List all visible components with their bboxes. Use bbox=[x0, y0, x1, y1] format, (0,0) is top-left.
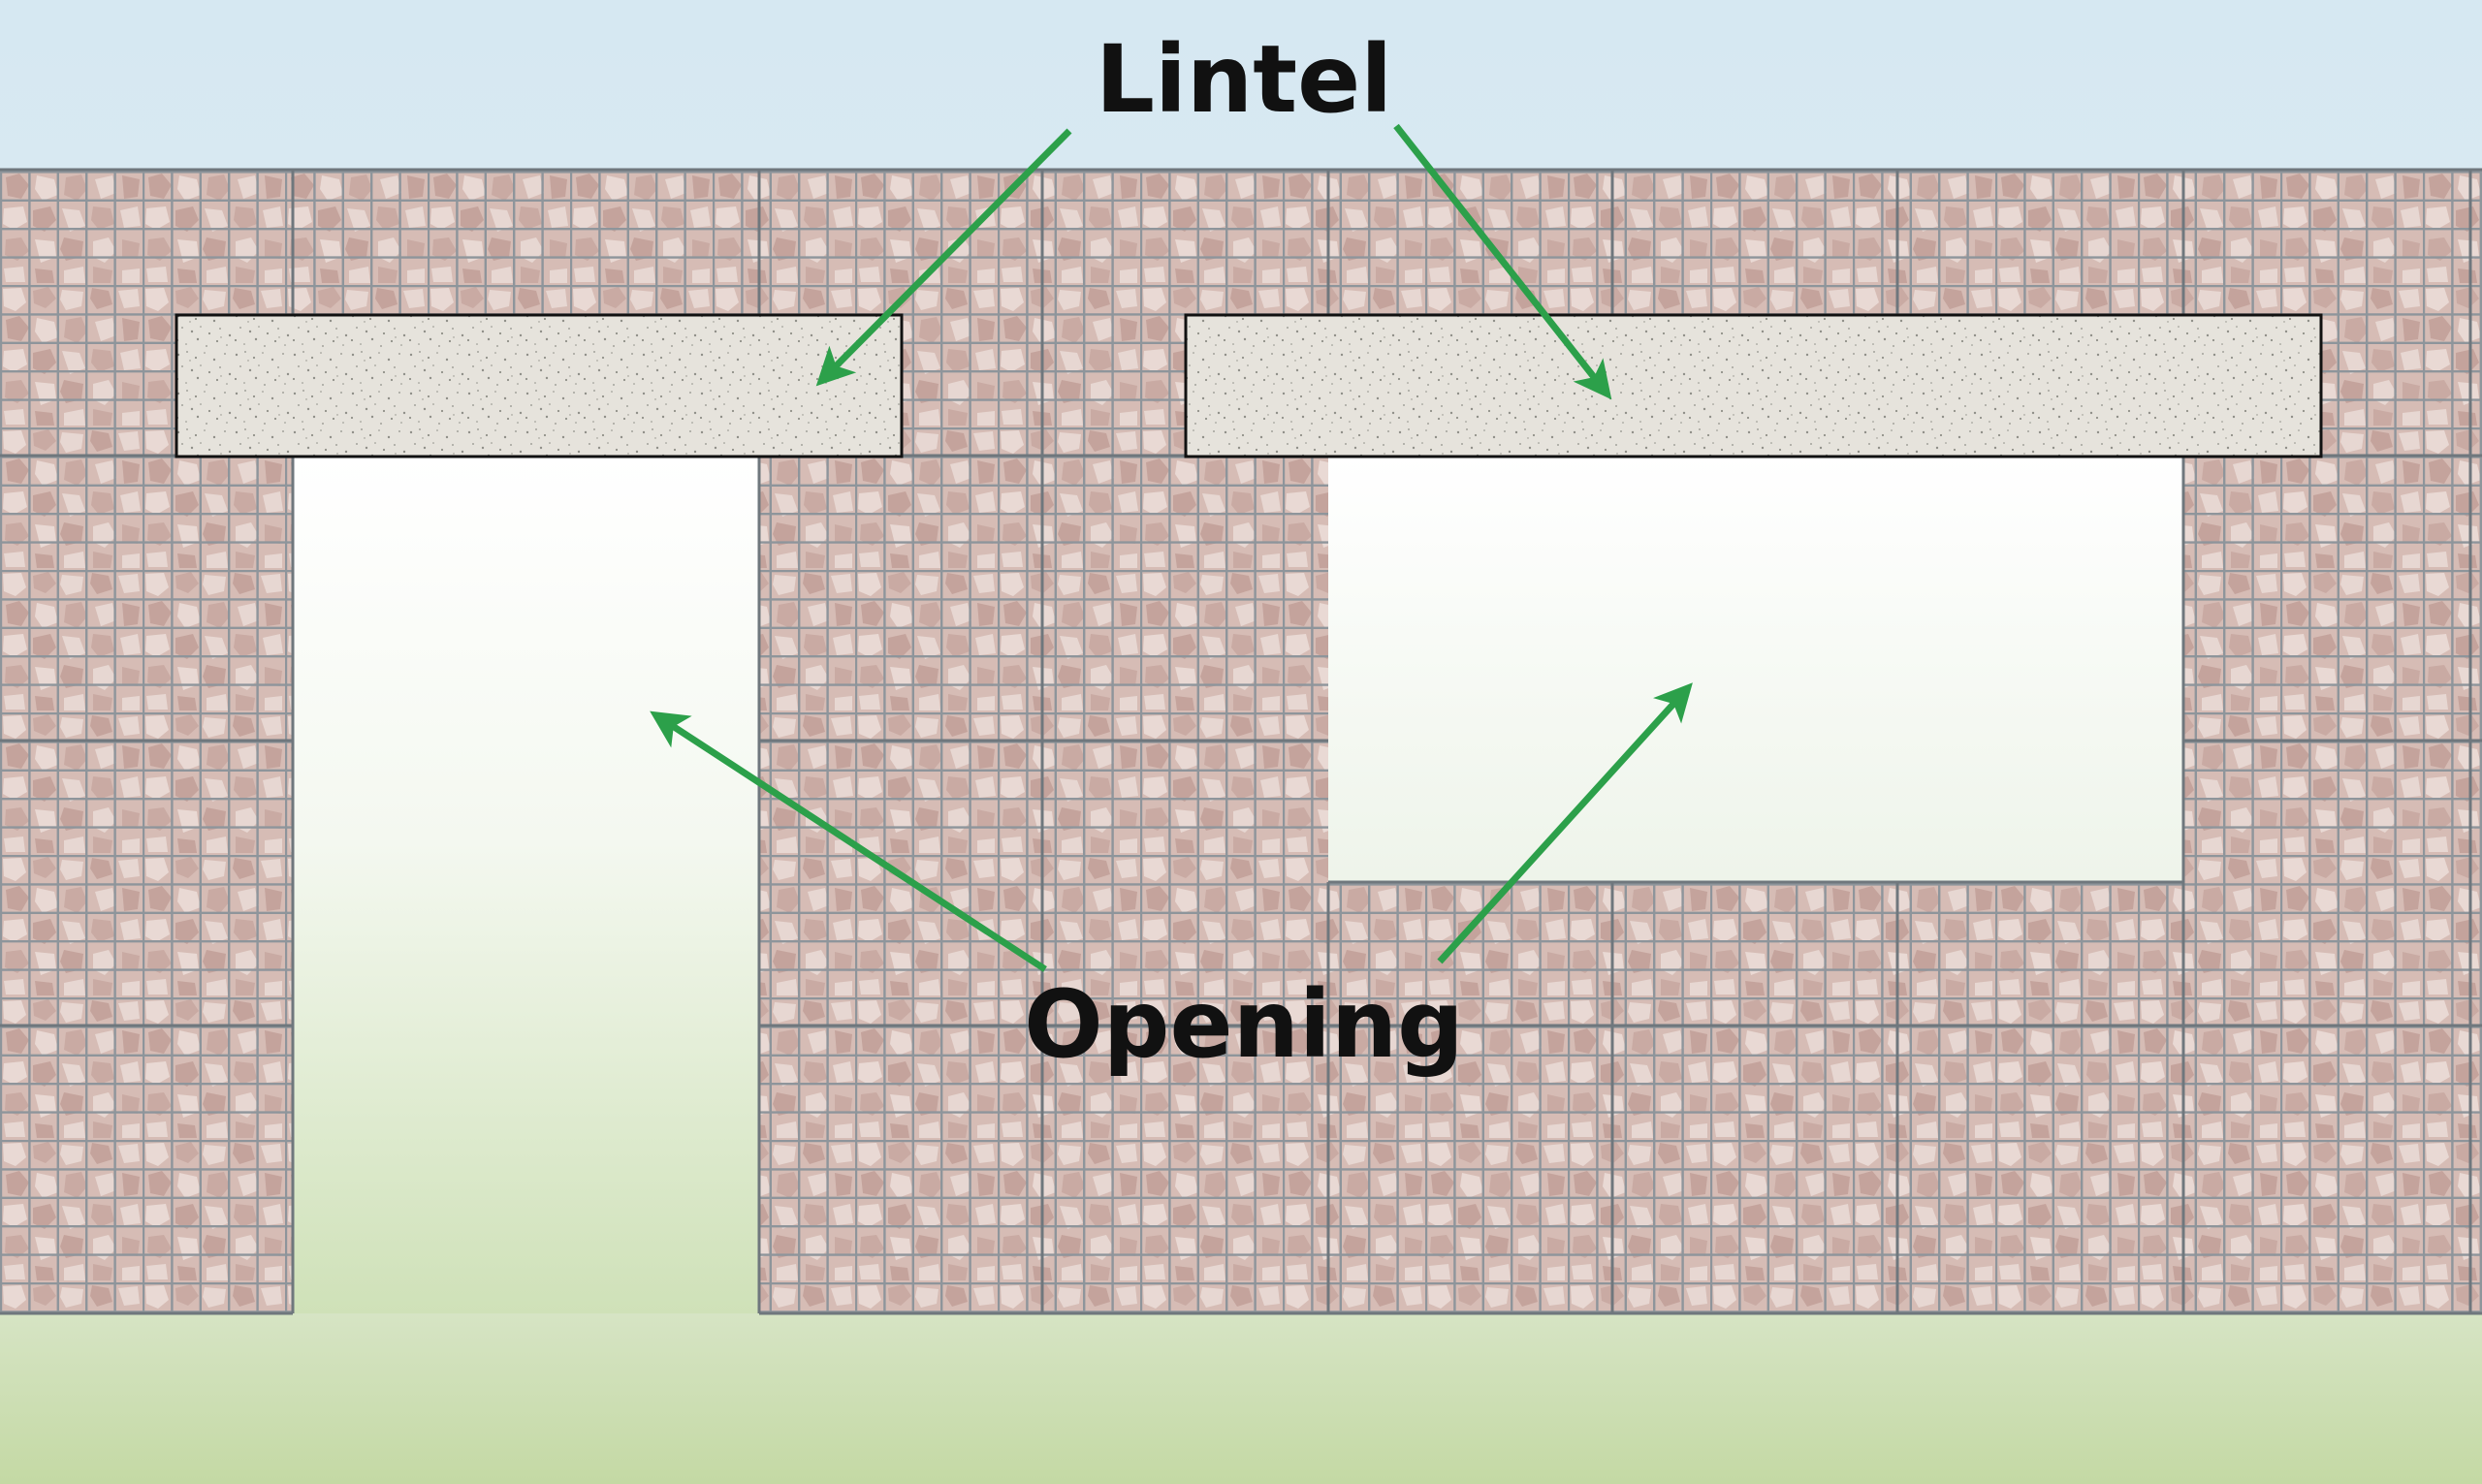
opening-label: Opening bbox=[1024, 970, 1464, 1079]
opening-arrow-left bbox=[650, 710, 1047, 972]
opening-arrow-right bbox=[1437, 682, 1693, 964]
door-lintel bbox=[175, 313, 904, 458]
annotation-arrows bbox=[650, 123, 1693, 972]
lintel-arrow-right bbox=[1393, 123, 1612, 400]
wall-left-pier bbox=[0, 456, 293, 1313]
window-lintel bbox=[1184, 313, 2323, 458]
door-opening bbox=[293, 456, 759, 1313]
lintel-arrow-left bbox=[815, 128, 1072, 387]
lintel-label: Lintel bbox=[1096, 25, 1392, 134]
ground bbox=[0, 1313, 2482, 1484]
window-opening bbox=[1328, 456, 2183, 882]
